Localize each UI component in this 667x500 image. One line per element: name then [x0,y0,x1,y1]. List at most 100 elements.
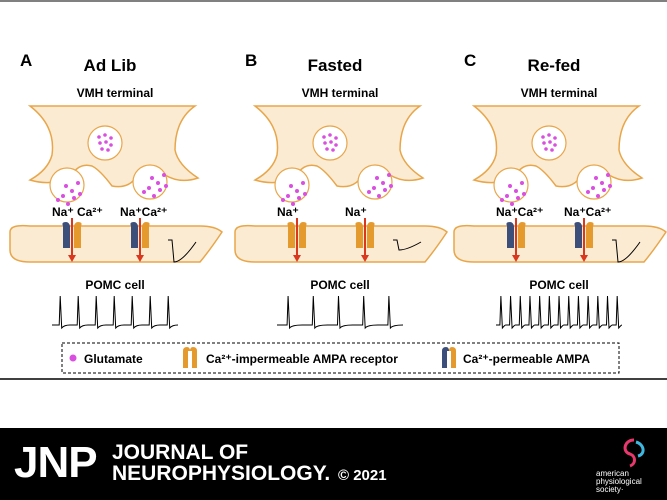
glutamate-dot [550,148,554,152]
legend-permeable: Ca²⁺-permeable AMPA [463,352,590,366]
publisher-line3: society· [596,485,624,494]
panel-letter: C [464,51,476,70]
copyright: © 2021 [338,467,387,484]
glutamate-dot [152,194,156,198]
glutamate-dot [542,141,546,145]
ion-label-right: Na⁺ [345,205,367,219]
epsc-trace [612,239,641,263]
arrow-head-icon [136,255,144,262]
pomc-cell [453,224,667,263]
panel-title: Ad Lib [84,56,137,75]
terminal-label: VMH terminal [77,86,154,100]
panel-letter: A [20,51,32,70]
glutamate-dot [162,173,166,177]
glutamate-dot [522,192,526,196]
ampa-receptor-left [287,222,307,248]
glutamate-dot [329,140,333,144]
glutamate-dot [61,194,65,198]
glutamate-dot [594,176,598,180]
publisher-line1: american [596,469,629,478]
glutamate-dot [381,181,385,185]
arrow-head-icon [293,255,301,262]
epsc-trace [393,239,422,251]
arrow-head-icon [580,255,588,262]
ampa-receptor-right [130,222,150,248]
journal-title-line2: NEUROPHYSIOLOGY. [112,462,331,485]
glutamate-dot [510,202,514,206]
glutamate-dot [109,143,113,147]
glutamate-dot [156,181,160,185]
glutamate-dot [334,143,338,147]
terminal-label: VMH terminal [521,86,598,100]
ion-label-left: Na⁺ Ca²⁺ [52,205,103,219]
glutamate-dot [323,141,327,145]
glutamate-dot [64,184,68,188]
glutamate-dot [150,176,154,180]
cell-label: POMC cell [529,278,588,292]
glutamate-dot [70,189,74,193]
glutamate-dot [367,190,371,194]
glutamate-dot [142,190,146,194]
permeable-receptor-icon [442,347,456,368]
glutamate-dot [76,181,80,185]
glutamate-dot [303,192,307,196]
cell-label: POMC cell [310,278,369,292]
spike-train [52,295,179,330]
glutamate-dot [553,143,557,147]
glutamate-dot [375,176,379,180]
glutamate-dot-icon [69,354,77,362]
glutamate-dot [66,202,70,206]
pomc-cell [234,224,448,263]
ion-label-left: Na⁺ [277,205,299,219]
glutamate-dot [106,148,110,152]
glutamate-dot [104,140,108,144]
glutamate-dot [387,173,391,177]
glutamate-dot [586,190,590,194]
glutamate-dot [544,147,548,151]
glutamate-dot [514,189,518,193]
glutamate-dot [602,188,606,192]
glutamate-dot [541,135,545,139]
glutamate-dot [97,135,101,139]
journal-footer: JNP JOURNAL OF NEUROPHYSIOLOGY. © 2021 a… [0,428,667,500]
epsc-trace [168,239,197,263]
glutamate-dot [508,184,512,188]
glutamate-dot [78,192,82,196]
ion-label-left: Na⁺Ca²⁺ [496,205,543,219]
glutamate-dot [372,186,376,190]
ion-label-right: Na⁺Ca²⁺ [564,205,611,219]
glutamate-dot [500,198,504,202]
glutamate-dot [520,181,524,185]
glutamate-dot [377,194,381,198]
panel-title: Re-fed [528,56,581,75]
glutamate-dot [322,135,326,139]
vesicle-right [357,164,393,200]
glutamate-dot [286,194,290,198]
glutamate-dot [289,184,293,188]
glutamate-dot [383,188,387,192]
spike-train [496,295,623,330]
vesicle-right [132,164,168,200]
journal-title-line1: JOURNAL OF [112,441,249,464]
glutamate-dot [596,194,600,198]
glutamate-dot [100,147,104,151]
aps-swirl-icon [623,438,645,468]
glutamate-dot [295,189,299,193]
impermeable-receptor-icon [183,347,197,368]
glutamate-dot [600,181,604,185]
ampa-receptor-left [506,222,526,248]
glutamate-dot [325,147,329,151]
glutamate-dot [109,136,113,140]
glutamate-dot [334,136,338,140]
glutamate-dot [291,202,295,206]
glutamate-dot [608,184,612,188]
ampa-receptor-right [574,222,594,248]
vesicle-right [576,164,612,200]
glutamate-dot [505,194,509,198]
spike-train [277,295,404,330]
ampa-receptor-right [355,222,375,248]
